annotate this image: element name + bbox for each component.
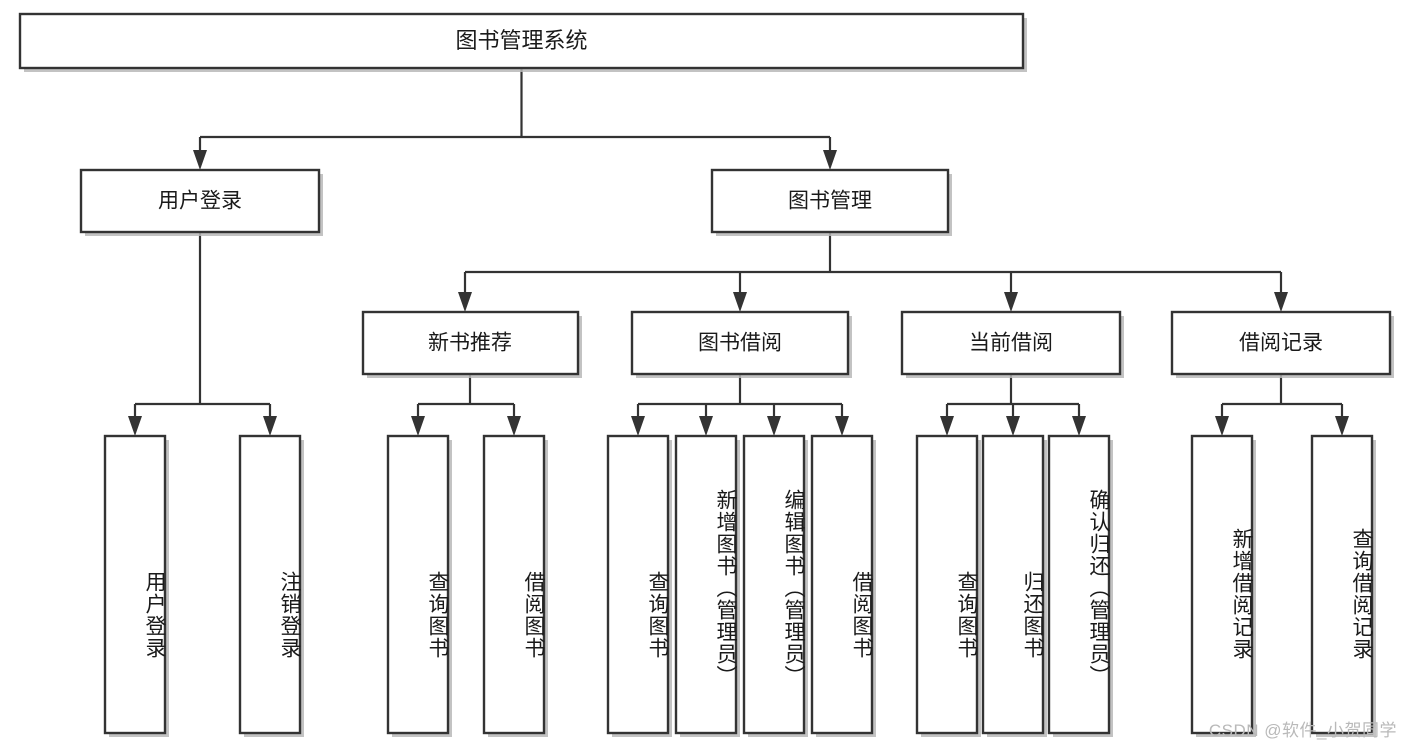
node-current-borrow[interactable]: 当前借阅 bbox=[900, 310, 1124, 378]
node-new-book-recommend-box[interactable] bbox=[361, 310, 580, 376]
arrow-head-leaf-query-book-new bbox=[411, 416, 425, 436]
arrow-head-book-borrow bbox=[733, 292, 747, 312]
arrow-head-leaf-add-record bbox=[1215, 416, 1229, 436]
arrow-head-new-book-recommend bbox=[458, 292, 472, 312]
arrow-head-leaf-borrow-book-b bbox=[835, 416, 849, 436]
node-root-box[interactable] bbox=[18, 12, 1025, 70]
leaf-add-book-admin-box[interactable] bbox=[674, 434, 738, 735]
node-current-borrow-box[interactable] bbox=[900, 310, 1122, 376]
node-user-login-box[interactable] bbox=[79, 168, 321, 234]
connectors-book-manage-to-level3 bbox=[458, 232, 1288, 312]
arrow-head-book-manage bbox=[823, 150, 837, 170]
leaf-return-book-box[interactable] bbox=[981, 434, 1045, 735]
node-book-borrow-box[interactable] bbox=[630, 310, 850, 376]
node-root[interactable]: 图书管理系统 bbox=[18, 12, 1027, 72]
leaf-add-record-box[interactable] bbox=[1190, 434, 1254, 735]
arrow-head-borrow-record bbox=[1274, 292, 1288, 312]
node-borrow-record-box[interactable] bbox=[1170, 310, 1392, 376]
leaf-boxes bbox=[103, 434, 1376, 737]
node-borrow-record[interactable]: 借阅记录 bbox=[1170, 310, 1394, 378]
connectors-book-borrow-to-leaves bbox=[631, 374, 849, 436]
leaf-logout-login-box[interactable] bbox=[238, 434, 302, 735]
leaf-query-book-c-box[interactable] bbox=[915, 434, 979, 735]
leaf-edit-book-admin-box[interactable] bbox=[742, 434, 806, 735]
leaf-query-record-box[interactable] bbox=[1310, 434, 1374, 735]
leaf-borrow-book-new-box[interactable] bbox=[482, 434, 546, 735]
leaf-query-book-new-box[interactable] bbox=[386, 434, 450, 735]
arrow-head-leaf-confirm-return bbox=[1072, 416, 1086, 436]
arrow-head-leaf-query-book-c bbox=[940, 416, 954, 436]
node-book-borrow[interactable]: 图书借阅 bbox=[630, 310, 852, 378]
arrow-head-user-login bbox=[193, 150, 207, 170]
arrow-head-leaf-user-login bbox=[128, 416, 142, 436]
node-root-label: 图书管理系统 bbox=[455, 28, 587, 53]
arrow-head-leaf-borrow-book-new bbox=[507, 416, 521, 436]
node-borrow-record-label: 借阅记录 bbox=[1239, 332, 1323, 355]
connectors-root-to-level2 bbox=[193, 68, 837, 170]
arrow-head-leaf-edit-book-admin bbox=[767, 416, 781, 436]
connectors-user-login-to-leaves bbox=[128, 232, 277, 436]
arrow-head-leaf-query-record bbox=[1335, 416, 1349, 436]
node-book-manage-label: 图书管理 bbox=[788, 190, 872, 213]
connectors-new-book-to-leaves bbox=[411, 374, 521, 436]
node-book-borrow-label: 图书借阅 bbox=[698, 332, 782, 355]
node-book-manage-box[interactable] bbox=[710, 168, 950, 234]
leaf-query-book-b-box[interactable] bbox=[606, 434, 670, 735]
arrow-head-leaf-add-book-admin bbox=[699, 416, 713, 436]
arrow-head-leaf-logout-login bbox=[263, 416, 277, 436]
node-new-book-recommend[interactable]: 新书推荐 bbox=[361, 310, 582, 378]
node-new-book-recommend-label: 新书推荐 bbox=[428, 332, 512, 355]
node-current-borrow-label: 当前借阅 bbox=[969, 332, 1053, 355]
arrow-head-leaf-return-book bbox=[1006, 416, 1020, 436]
arrow-head-current-borrow bbox=[1004, 292, 1018, 312]
connectors-current-borrow-to-leaves bbox=[940, 374, 1086, 436]
leaf-user-login-box[interactable] bbox=[103, 434, 167, 735]
leaf-confirm-return-box[interactable] bbox=[1047, 434, 1111, 735]
arrow-head-leaf-query-book-b bbox=[631, 416, 645, 436]
connectors-borrow-record-to-leaves bbox=[1215, 374, 1349, 436]
node-user-login-label: 用户登录 bbox=[158, 190, 242, 213]
leaf-borrow-book-b-box[interactable] bbox=[810, 434, 874, 735]
csdn-watermark: CSDN @软件_小贺同学 bbox=[1208, 721, 1397, 740]
node-book-manage[interactable]: 图书管理 bbox=[710, 168, 952, 236]
node-user-login[interactable]: 用户登录 bbox=[79, 168, 323, 236]
